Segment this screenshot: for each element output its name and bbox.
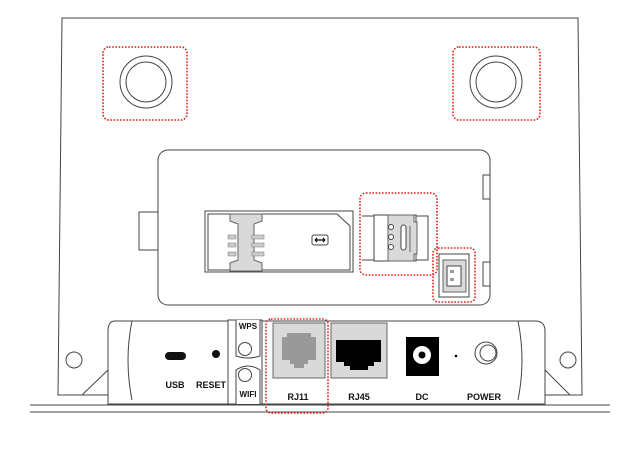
memory-card-slot[interactable] [359,192,438,276]
sim-slot[interactable] [204,210,354,273]
rj45-label: RJ45 [348,392,370,402]
foot-right [452,46,541,121]
sim-cover-panel [138,149,491,306]
highlight-memory-slot [359,192,438,276]
foot-left [102,46,188,121]
rj11-port[interactable] [272,322,326,379]
battery-connector[interactable] [432,247,476,303]
wps-label: WPS [239,322,258,331]
double-arrow-icon [311,234,329,246]
wifi-button[interactable] [238,368,252,382]
power-label: POWER [467,392,502,402]
screw-hole-left [65,351,83,369]
highlight-foot-right [452,46,541,121]
usb-port[interactable] [165,352,186,360]
power-button[interactable] [474,341,498,365]
wifi-label: WIFI [240,390,257,399]
reset-label: RESET [196,380,227,390]
rj45-port[interactable] [330,322,388,379]
usb-label: USB [165,380,185,390]
sim-chip-icon [229,213,263,272]
highlight-foot-left [102,46,188,121]
highlight-battery-connector [432,247,476,303]
screw-hole-right [559,351,577,369]
reset-button[interactable] [212,350,220,358]
port-panel: USB RESET WPS WIFI RJ11 RJ45 DC [65,318,577,414]
highlight-rj11 [265,318,329,414]
panel-tab [138,211,160,251]
wps-button[interactable] [238,342,252,356]
indicator-dot [454,354,458,358]
dc-power-jack[interactable] [406,337,439,376]
rj11-label: RJ11 [287,392,308,402]
dc-label: DC [416,392,429,402]
